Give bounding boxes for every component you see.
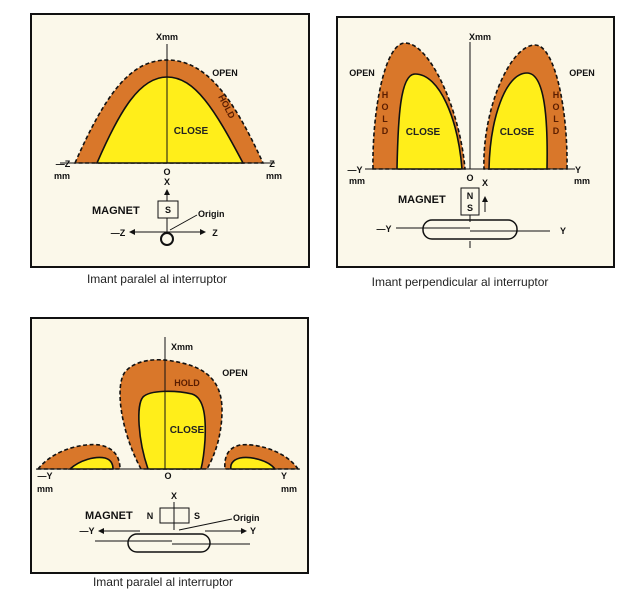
panel-parallel-magnet-offset: Xmm OPEN HOLD CLOSE —Y mm O Y mm X MAGNE… (30, 317, 309, 589)
x-label: X (482, 178, 488, 188)
hold-letter: H (382, 90, 389, 100)
unit-label: mm (349, 176, 365, 186)
caption: Imant paralel al interruptor (87, 272, 227, 286)
close-region-left (396, 73, 463, 170)
origin-o-label: O (164, 471, 171, 481)
x-axis-label: Xmm (469, 32, 491, 42)
reed-switch-end (160, 232, 174, 246)
origin-o-label: O (163, 167, 170, 177)
pole-n: N (147, 511, 154, 521)
magnet-box (157, 200, 179, 219)
open-label-right: OPEN (569, 68, 595, 78)
hold-label-right: H O L D (552, 90, 559, 136)
magnet-label: MAGNET (85, 510, 133, 522)
origin-label: Origin (198, 209, 225, 219)
magnet-label: MAGNET (398, 194, 446, 206)
close-label-right: CLOSE (500, 127, 535, 138)
hold-label: HOLD (174, 378, 200, 388)
pole-s: S (194, 511, 200, 521)
neg-axis-label: —Z (56, 159, 71, 169)
origin-label: Origin (233, 513, 260, 523)
unit-label: mm (37, 484, 53, 494)
unit-label: mm (574, 176, 590, 186)
neg-y-label: —Y (79, 526, 94, 536)
hold-letter: D (553, 126, 560, 136)
close-label: CLOSE (170, 425, 205, 436)
origin-o-label: O (466, 173, 473, 183)
hold-label-left: H O L D (381, 90, 388, 136)
hold-letter: D (382, 126, 389, 136)
origin-pointer (178, 518, 233, 531)
unit-label: mm (54, 171, 70, 181)
x-axis-label: Xmm (171, 342, 193, 352)
close-region-right (229, 456, 277, 470)
panel-perpendicular-magnet: Xmm OPEN OPEN H O L D H O L D CLOSE CLOS… (336, 16, 615, 289)
open-label: OPEN (222, 368, 248, 378)
x-label: X (164, 177, 170, 187)
x-axis-label: Xmm (156, 32, 178, 42)
caption: Imant paralel al interruptor (93, 575, 233, 589)
close-region-right (488, 72, 548, 170)
neg-z-label: —Z (111, 228, 126, 238)
close-label: CLOSE (174, 126, 209, 137)
reed-switch-capsule (422, 219, 518, 240)
pos-z-label: Z (212, 228, 218, 238)
pos-axis-label: Y (575, 165, 581, 175)
pos-y-label: Y (560, 226, 566, 236)
hold-letter: L (553, 114, 559, 124)
unit-label: mm (266, 171, 282, 181)
neg-axis-label: —Y (37, 471, 52, 481)
x-label: X (171, 491, 177, 501)
close-region-left (67, 456, 114, 470)
open-label: OPEN (212, 68, 238, 78)
pos-y-label: Y (250, 526, 256, 536)
unit-label: mm (281, 484, 297, 494)
caption: Imant perpendicular al interruptor (372, 275, 549, 289)
magnet-box (159, 507, 190, 524)
close-region-center (138, 390, 207, 470)
pole-s: S (467, 203, 473, 213)
pole-n: N (467, 191, 474, 201)
neg-axis-label: —Y (347, 165, 362, 175)
open-label-left: OPEN (349, 68, 375, 78)
reed-switch-capsule (127, 533, 211, 553)
hold-letter: O (381, 102, 388, 112)
origin-pointer (169, 214, 198, 231)
hold-letter: L (382, 114, 388, 124)
pole-s: S (165, 205, 171, 215)
pos-axis-label: Z (269, 159, 275, 169)
neg-y-label: —Y (376, 224, 391, 234)
panel-parallel-magnet: Xmm OPEN HOLD CLOSE —Z mm Z mm O X MAGNE… (30, 13, 310, 286)
magnet-label: MAGNET (92, 205, 140, 217)
pos-axis-label: Y (281, 471, 287, 481)
hold-letter: O (552, 102, 559, 112)
hold-letter: H (553, 90, 560, 100)
close-label-left: CLOSE (406, 127, 441, 138)
